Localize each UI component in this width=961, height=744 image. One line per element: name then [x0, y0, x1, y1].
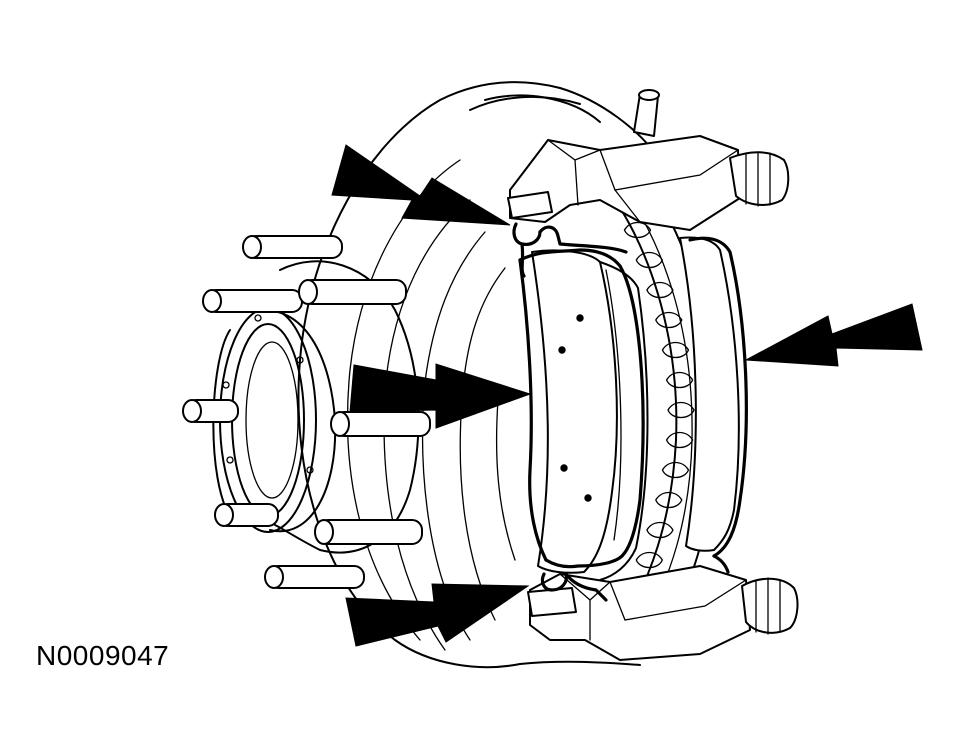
rotor-vane: [665, 431, 694, 449]
outer-brake-pad: [679, 236, 740, 552]
rotor-vane: [655, 491, 683, 509]
rotor-vane: [646, 281, 674, 299]
rotor-vane: [635, 551, 664, 569]
inner-brake-pad: [531, 249, 649, 581]
arrow-inner-pad: [349, 363, 532, 429]
rotor-vane: [661, 461, 690, 479]
anti-rattle-clips: [507, 191, 748, 617]
rotor-vane: [665, 371, 694, 389]
rotor-vane: [635, 251, 664, 269]
arrow-top-clip: [331, 144, 511, 226]
arrow-outer-pad: [744, 303, 923, 367]
rotor-vane: [623, 221, 652, 239]
caliper-bracket: [509, 89, 799, 661]
rotor-vane: [661, 341, 690, 359]
figure-part-number: N0009047: [36, 640, 170, 671]
rotor-vane: [646, 521, 674, 539]
rotor-vane: [667, 401, 695, 419]
callout-arrows: [331, 144, 923, 647]
arrow-bottom-clip: [345, 583, 530, 647]
rotor-vane: [655, 311, 683, 329]
wheel-studs: [182, 235, 431, 589]
